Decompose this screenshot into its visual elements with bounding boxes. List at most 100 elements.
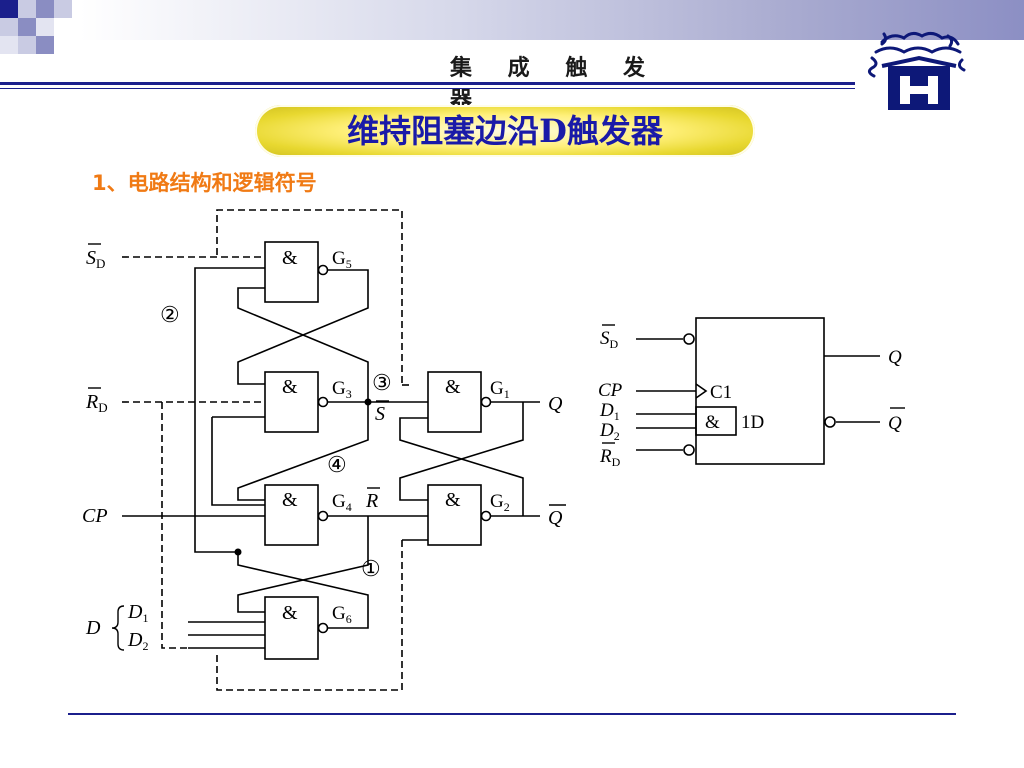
corner-square [0, 0, 18, 18]
gate-g5-name: G [332, 248, 346, 269]
symbol-rd-sub: D [612, 455, 621, 469]
header-divider-thin [0, 88, 855, 89]
svg-text:SD: SD [600, 328, 619, 351]
symbol-d2-label: D [599, 420, 614, 441]
d-brace [111, 605, 125, 651]
corner-square [0, 18, 18, 36]
section-heading: 1、电路结构和逻辑符号 [92, 171, 317, 195]
symbol-qbar-label: Q [888, 413, 902, 434]
svg-text:RD: RD [85, 391, 108, 415]
gate-g6-sub: 6 [346, 612, 352, 626]
wire [399, 402, 524, 501]
bubble [824, 416, 836, 428]
wire [194, 267, 265, 553]
wire [237, 516, 369, 613]
gate-g1-name: G [490, 378, 504, 399]
output-qbar-label: Q [548, 507, 563, 529]
gate-g3-name: G [332, 378, 346, 399]
svg-text:D1: D1 [127, 601, 148, 625]
input-d2-label: D [127, 629, 143, 651]
school-logo-icon [867, 31, 966, 110]
gate-g4-name: G [332, 491, 346, 512]
gate-g2-sub: 2 [504, 500, 510, 514]
symbol-clock-wedge [695, 383, 708, 399]
svg-text:D2: D2 [127, 629, 148, 653]
gate-g4-sub: 4 [346, 500, 352, 514]
gate-g1-symbol: & [445, 376, 461, 398]
symbol-1d-label: 1D [741, 412, 764, 433]
corner-square [54, 0, 72, 18]
symbol-d1-sub: 1 [614, 409, 620, 423]
junction-dot [234, 548, 242, 556]
svg-text:D1: D1 [599, 400, 620, 423]
wire [237, 552, 369, 629]
symbol-c1-label: C1 [710, 382, 732, 403]
input-d-label: D [85, 617, 101, 639]
gate-g5-sub: 5 [346, 257, 352, 271]
gate-g2-symbol: & [445, 489, 461, 511]
svg-text:G2: G2 [490, 491, 510, 514]
output-q-label: Q [548, 393, 563, 415]
input-rd-label: R [85, 391, 98, 413]
marker-1: ① [361, 556, 381, 581]
symbol-q-label: Q [888, 347, 902, 368]
footer-divider [68, 713, 956, 715]
svg-text:D2: D2 [599, 420, 620, 443]
svg-text:G4: G4 [332, 491, 352, 514]
bubble [317, 510, 329, 522]
bubble [683, 444, 695, 456]
dashed-wire [216, 209, 403, 385]
svg-text:G5: G5 [332, 248, 352, 271]
bubble [317, 264, 329, 276]
symbol-sd-sub: D [610, 337, 619, 351]
corner-square [18, 0, 36, 18]
slide-title: 维持阻塞边沿D触发器 [347, 112, 663, 150]
input-cp-label: CP [82, 505, 108, 527]
symbol-rd-label: R [599, 446, 612, 467]
s-bar-label: S [375, 403, 385, 425]
input-rd-sub: D [98, 400, 107, 415]
gate-g1-sub: 1 [504, 387, 510, 401]
title-highlight-pill [255, 105, 755, 157]
corner-square [36, 36, 54, 54]
svg-text:G1: G1 [490, 378, 510, 401]
corner-square [0, 36, 18, 54]
header-band [80, 0, 1024, 40]
gate-g5-symbol: & [282, 247, 298, 269]
header-divider [0, 82, 855, 85]
corner-square [18, 18, 36, 36]
gate-g6-symbol: & [282, 602, 298, 624]
input-d1-sub: 1 [142, 611, 148, 625]
input-sd-sub: D [96, 256, 105, 271]
svg-text:G6: G6 [332, 603, 352, 626]
r-bar-label: R [365, 490, 378, 512]
svg-text:G3: G3 [332, 378, 352, 401]
svg-text:RD: RD [599, 446, 621, 469]
wire [237, 402, 369, 501]
wire [237, 269, 369, 385]
corner-square [18, 36, 36, 54]
symbol-and-label: & [705, 412, 720, 433]
bubble [480, 396, 492, 408]
rd-dashed-wire [161, 402, 188, 649]
corner-square [36, 0, 54, 18]
marker-3: ③ [372, 370, 392, 395]
input-d1-label: D [127, 601, 143, 623]
wire [399, 417, 524, 516]
symbol-d1-label: D [599, 400, 614, 421]
junction-dot [364, 398, 372, 406]
bubble [683, 333, 695, 345]
gate-g5-box [264, 241, 319, 303]
symbol-sd-label: S [600, 328, 610, 349]
input-sd-label: S [86, 247, 96, 269]
bubble [480, 510, 492, 522]
marker-2: ② [160, 302, 180, 327]
wire [211, 417, 265, 506]
symbol-and-box [695, 406, 737, 436]
marker-4: ④ [327, 452, 347, 477]
gate-g2-name: G [490, 491, 504, 512]
bubble [317, 622, 329, 634]
gate-g3-symbol: & [282, 376, 298, 398]
gate-g3-sub: 3 [346, 387, 352, 401]
